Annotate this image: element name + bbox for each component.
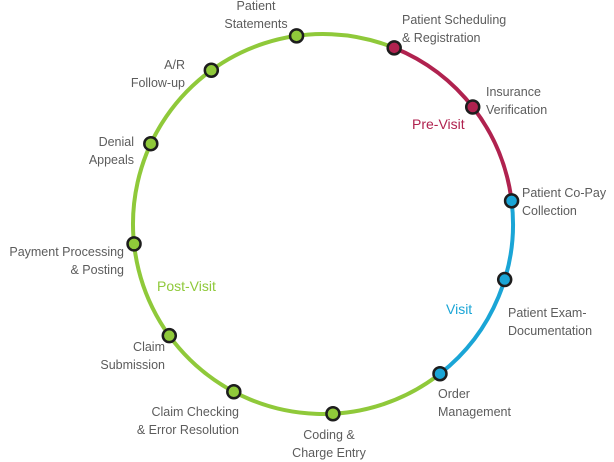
step-node	[386, 40, 402, 56]
step-node	[325, 405, 341, 422]
step-node	[432, 365, 448, 382]
step-node	[161, 327, 178, 344]
step-label-order-management: Order Management	[438, 387, 511, 419]
step-node	[226, 384, 242, 400]
step-node	[503, 193, 520, 209]
phase-label-post-visit: Post-Visit	[157, 278, 216, 294]
step-node	[143, 135, 159, 152]
step-node	[203, 62, 220, 79]
phase-label-visit: Visit	[446, 301, 473, 317]
visit-arc	[437, 198, 515, 376]
step-label-patient-exam: Patient Exam- Documentation	[508, 306, 593, 338]
step-node	[126, 236, 142, 252]
step-label-coding-charge-entry: Coding & Charge Entry	[292, 428, 366, 460]
step-label-patient-scheduling: Patient Scheduling & Registration	[402, 13, 507, 45]
step-node	[288, 28, 305, 44]
step-label-insurance-verification: Insurance Verification	[486, 85, 548, 117]
step-node	[464, 99, 481, 115]
step-label-ar-followup: A/R Follow-up	[130, 58, 185, 90]
step-label-claim-submission: Claim Submission	[100, 340, 165, 372]
step-label-payment-processing: Payment Processing & Posting	[9, 245, 124, 277]
phase-label-pre-visit: Pre-Visit	[412, 116, 465, 132]
step-label-patient-statements: Patient Statements	[224, 0, 288, 31]
step-label-claim-checking: Claim Checking & Error Resolution	[136, 405, 239, 437]
step-label-patient-copay: Patient Co-Pay Collection	[522, 186, 607, 218]
step-label-denial-appeals: Denial Appeals	[88, 135, 134, 167]
step-node	[496, 271, 513, 288]
